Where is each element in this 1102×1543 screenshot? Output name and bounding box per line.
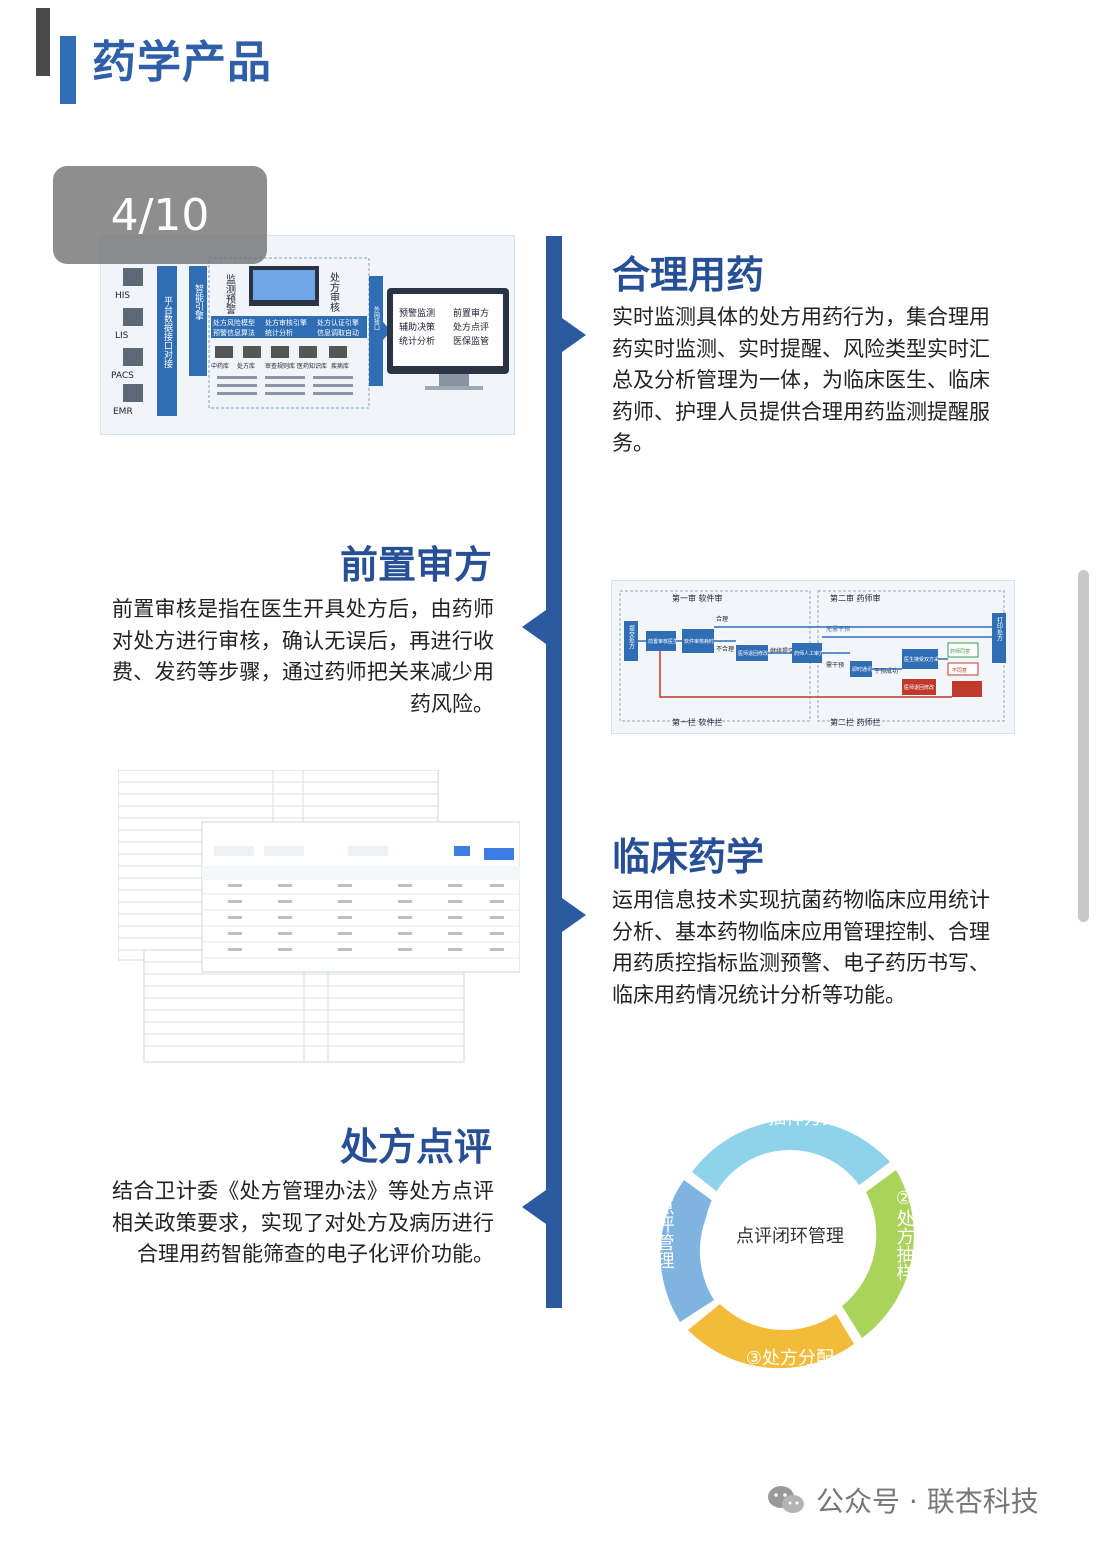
edge-label: 继续提交 [770,647,794,655]
timeline-notch-left-1 [522,610,546,644]
stage-label: 第一审 软件审 [672,593,723,603]
db-label: 医药知识库 [297,362,327,370]
audit-label: 处方审核 [328,272,340,313]
db-label: 处方库 [237,362,255,370]
link-label: 外网接口 [373,305,380,331]
feature-item: 医保监管 [453,335,489,347]
node-label: 医师退回修改 [738,650,768,657]
edge-label: 干预成功 [874,667,898,675]
section-title-clinical-pharmacy: 临床药学 [612,835,765,879]
module-label: 处方风险模型 [213,318,255,327]
node-label: 软件审核耗时时间30ms [684,638,738,645]
db-label: 审查规则库 [265,362,295,370]
system-label: HIS [115,291,130,301]
edge-label: 需干预 [826,661,844,669]
wechat-icon [768,1486,804,1513]
statistics-table-screenshot [118,770,520,1066]
timeline-notch-right-2 [562,898,586,932]
pre-audit-flow-diagram: 第一审 软件审 第二审 药师审 第一拦 软件拦 第二拦 药师拦 提交处方 前置审… [611,580,1015,734]
image-counter-badge: 4/10 [53,166,267,264]
cycle-step-label: ④点评管理 [654,1176,675,1269]
footer-label: 公众号 · 联杏科技 [816,1485,1039,1518]
cycle-segment-2 [842,1170,914,1338]
node-label: 不同意 [952,667,967,674]
server-stack [123,268,143,402]
page-title: 药学产品 [92,37,272,88]
timeline-notch-left-2 [522,1190,546,1224]
edge-label: 无需干预 [826,625,850,633]
system-label: LIS [115,331,129,341]
platform-label: 平台数据接口对接 [162,296,173,369]
node-label: 即时通讯 [852,666,872,673]
cycle-segment-4 [660,1180,714,1322]
module-label: 信息调取自动 [317,328,359,337]
header-accent-blue [60,36,76,104]
node-label: 医师退回修改 [904,684,934,691]
section-body-pre-audit: 前置审核是指在医生开具处方后，由药师对处方进行审核，确认无误后，再进行收费、发药… [112,597,494,716]
node-label: 药师人工审方/干预 [794,650,836,657]
node-label: 药师同意 [950,648,970,655]
header-accent-gray [36,8,50,76]
feature-item: 预警监测 [399,307,435,319]
feature-item: 处方点评 [453,321,489,333]
engine-label: 智能引擎 [193,283,204,320]
system-label: PACS [111,371,134,381]
section-title-rational-medication: 合理用药 [612,253,765,297]
section-body-prescription-review: 结合卫计委《处方管理办法》等处方点评相关政策要求，实现了对处方及病历进行合理用药… [112,1179,494,1266]
scrollbar-thumb[interactable] [1078,570,1089,922]
section-title-prescription-review: 处方点评 [339,1125,492,1169]
feature-item: 统计分析 [399,335,435,347]
node-label: 打印处方 [996,616,1003,642]
section-body-clinical-pharmacy: 运用信息技术实现抗菌药物临床应用统计分析、基本药物临床应用管理控制、合理用药质控… [612,888,990,1007]
module-label: 统计分析 [265,328,293,337]
stage-label: 第二审 药师审 [830,593,881,603]
edge-label: 不合理 [716,645,734,653]
section-body-rational-medication: 实时监测具体的处方用药行为，集合理用药实时监测、实时提醒、风险类型实时汇总及分析… [612,305,990,455]
system-label: EMR [113,407,133,417]
stage-label: 第二拦 药师拦 [830,717,881,727]
review-cycle-diagram: 点评闭环管理 ①抽样方案 ②处方抽样 ③处方分配 ④点评管理 [630,1076,950,1396]
stage-label: 第一拦 软件拦 [672,717,723,727]
cycle-step-label: ③处方分配 [746,1348,834,1369]
node-label: 提交处方 [628,624,635,650]
node-label: 医生接受双方采纳 [904,656,944,663]
db-label: 中药库 [211,362,229,370]
module-label: 预警信息算法 [213,328,255,337]
feature-item: 辅助决策 [399,321,435,333]
section-title-pre-audit: 前置审方 [339,543,492,587]
timeline-spine [546,236,562,1308]
footer-watermark: 公众号 · 联杏科技 [766,1480,1039,1520]
module-label: 处方认证引擎 [317,318,359,327]
cycle-center-label: 点评闭环管理 [736,1226,844,1247]
node-label: 前置审核医生端 [648,638,683,645]
cycle-step-label: ②处方抽样 [894,1188,915,1281]
module-label: 处方审核引擎 [265,318,307,327]
edge-label: 合理 [716,615,728,623]
architecture-diagram: HIS LIS PACS EMR 平台数据接口对接 智能引擎 监测预警 处方审核… [100,235,515,435]
feature-item: 前置审方 [453,307,489,319]
monitor-label: 监测预警 [224,273,236,314]
timeline-notch-right-1 [562,318,586,352]
cycle-segment-3 [688,1304,854,1369]
db-label: 疾病库 [331,362,349,370]
cycle-step-label: ①抽样方案 [752,1108,840,1129]
